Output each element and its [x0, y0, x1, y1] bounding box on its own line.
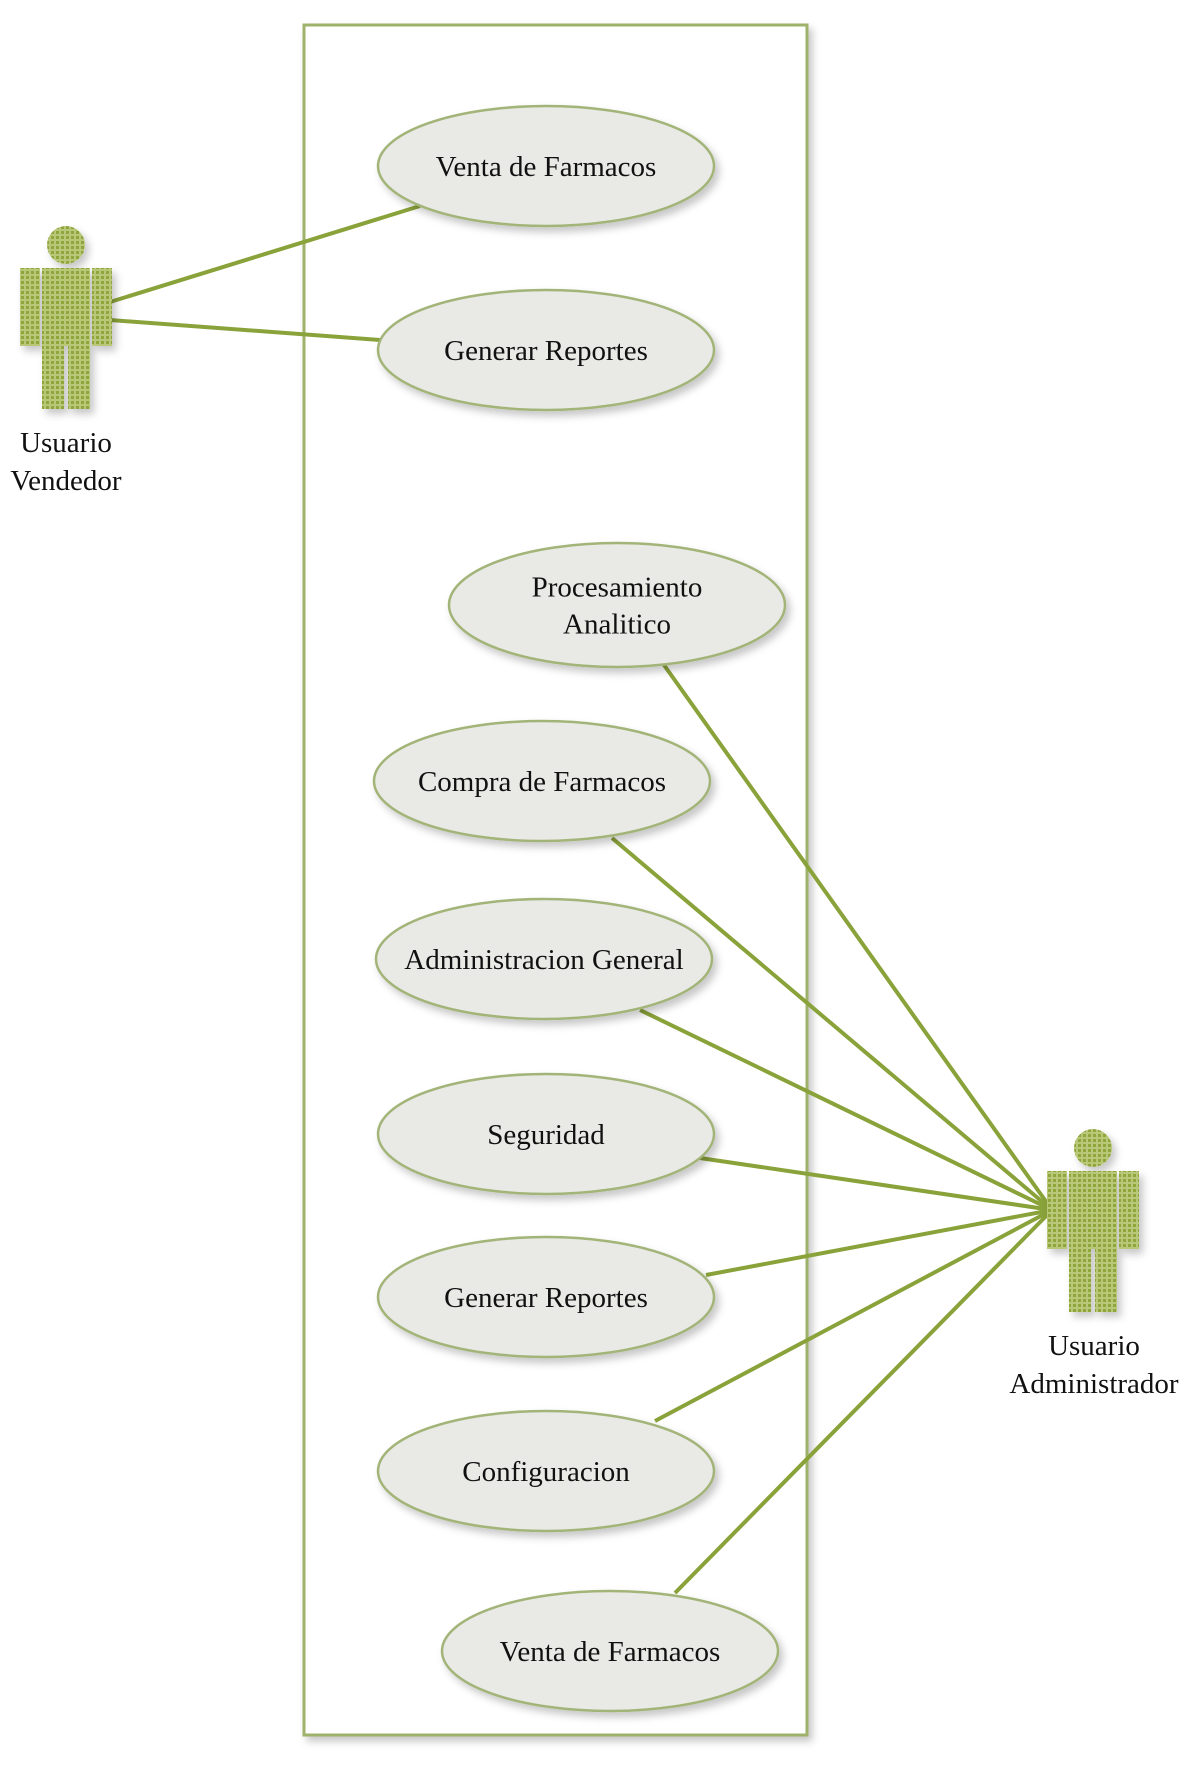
use-case-reportes-1[interactable]: Generar Reportes	[376, 288, 716, 412]
use-case-label: Administracion General	[404, 944, 683, 976]
actor-administrador-label-line2: Administrador	[1009, 1368, 1178, 1400]
actor-administrador-label-line1: Usuario	[1048, 1330, 1140, 1362]
use-case-configuracion[interactable]: Configuracion	[376, 1409, 716, 1533]
association-line-compra	[610, 836, 1054, 1212]
use-case-administracion[interactable]: Administracion General	[374, 897, 714, 1021]
use-case-label: Venta de Farmacos	[500, 1636, 721, 1668]
association-line-seguridad	[699, 1156, 1053, 1212]
use-case-oval	[447, 541, 787, 669]
actor-vendedor-label-line2: Vendedor	[10, 465, 121, 497]
actor-usuario-vendedor[interactable]	[20, 226, 112, 409]
use-case-oval	[376, 1235, 716, 1359]
association-line-procesamiento	[662, 663, 1054, 1212]
use-case-oval	[440, 1589, 780, 1713]
use-case-oval	[376, 104, 716, 228]
use-case-oval	[374, 897, 714, 1021]
use-case-reportes-2[interactable]: Generar Reportes	[376, 1235, 716, 1359]
use-case-oval	[372, 719, 712, 843]
association-line-venta-2	[673, 1208, 1054, 1595]
use-case-venta-1[interactable]: Venta de Farmacos	[376, 104, 716, 228]
association-line-configuracion	[654, 1208, 1053, 1423]
association-line-venta-1	[109, 204, 421, 304]
person-icon	[1047, 1129, 1139, 1312]
use-case-seguridad[interactable]: Seguridad	[376, 1072, 716, 1196]
use-case-label: Generar Reportes	[444, 1282, 648, 1314]
use-case-label: Venta de Farmacos	[436, 151, 657, 183]
use-case-label: Compra de Farmacos	[418, 766, 666, 798]
association-line-reportes-2	[705, 1208, 1053, 1277]
person-icon	[20, 226, 112, 409]
use-case-oval	[376, 1409, 716, 1533]
use-case-label: Procesamiento	[532, 572, 703, 604]
use-case-label: Generar Reportes	[444, 335, 648, 367]
use-case-oval	[376, 1072, 716, 1196]
use-case-compra[interactable]: Compra de Farmacos	[372, 719, 712, 843]
use-case-label: Seguridad	[487, 1119, 605, 1151]
actor-usuario-administrador[interactable]	[1047, 1129, 1139, 1312]
association-lines	[109, 204, 1054, 1595]
association-line-reportes-1	[109, 318, 381, 342]
association-line-administracion	[639, 1008, 1053, 1212]
use-case-label: Configuracion	[462, 1456, 630, 1488]
actor-vendedor-label-line1: Usuario	[20, 427, 112, 459]
use-case-oval	[376, 288, 716, 412]
use-case-label: Analitico	[563, 609, 671, 641]
use-case-venta-2[interactable]: Venta de Farmacos	[440, 1589, 780, 1713]
